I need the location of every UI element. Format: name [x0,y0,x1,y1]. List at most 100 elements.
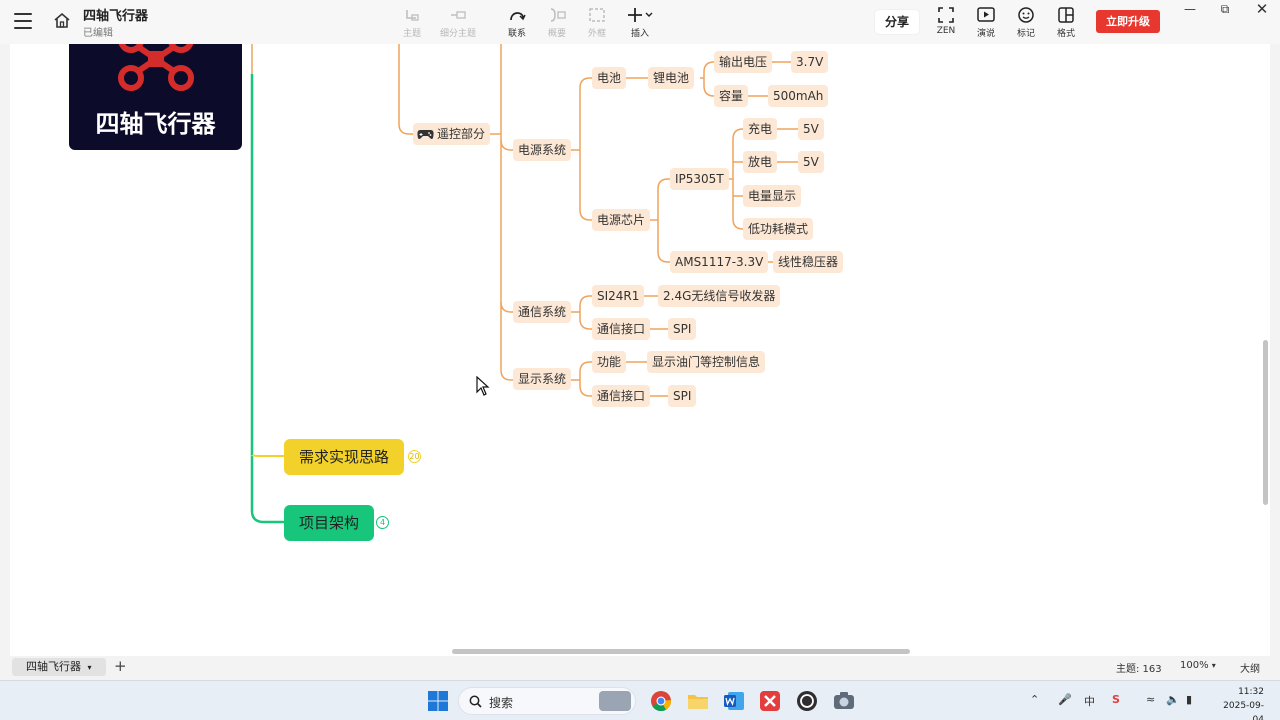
display-info-topic[interactable]: 显示油门等控制信息 [647,351,766,373]
home-icon[interactable] [52,11,72,31]
tool-label: 主题 [402,29,421,39]
xmind-icon[interactable] [758,689,782,713]
file-explorer-icon[interactable] [686,689,710,713]
marker-button[interactable]: 标记 [1006,6,1046,40]
requirements-branch[interactable]: 需求实现思路 [284,439,404,475]
relationship-button[interactable]: 联系 [497,6,537,40]
si24r1-topic[interactable]: SI24R1 [592,285,645,307]
comm-interface-topic[interactable]: 通信接口 [592,318,651,340]
output-voltage-value[interactable]: 3.7V [791,51,829,73]
architecture-branch[interactable]: 项目架构 [284,505,374,541]
mindmap-canvas[interactable]: 四轴飞行器 遥控部分 电源系统 电池 锂电池 输出电压 3.7V 容量 500m… [10,44,1270,656]
summary-button[interactable]: 概要 [537,6,577,40]
system-clock[interactable]: 11:32 2025-09-04 [1214,685,1264,720]
boundary-button[interactable]: 外框 [577,6,617,40]
discharge-topic[interactable]: 放电 [743,151,778,173]
top-toolbar: 四轴飞行器 已编辑 主题 细分主题 联系 概要 外框 插入 分享 ZEN 演说 … [0,0,1280,44]
add-sub-subtopic-button[interactable]: 细分主题 [438,6,478,40]
charge-value[interactable]: 5V [798,118,824,140]
vertical-scrollbar[interactable] [1263,340,1268,505]
taskbar-search[interactable]: 搜索 [458,687,636,715]
chrome-icon[interactable] [649,689,673,713]
tool-label: 插入 [630,29,649,39]
discharge-value[interactable]: 5V [798,151,824,173]
drone-icon [118,44,194,91]
upgrade-button[interactable]: 立即升级 [1096,10,1160,33]
document-title[interactable]: 四轴飞行器 [83,9,149,24]
spi-topic[interactable]: SPI [668,318,697,340]
remote-control-topic[interactable]: 遥控部分 [413,123,491,145]
clock-date: 2025-09-04 [1223,701,1264,720]
add-sheet-icon[interactable]: + [114,657,127,675]
input-method-icon[interactable]: 中 [1084,695,1095,708]
output-voltage-topic[interactable]: 输出电压 [714,51,773,73]
battery-topic[interactable]: 电池 [592,67,627,89]
smiley-icon [1018,7,1034,23]
os-taskbar: 搜索 ⌃ 🎤 中 S ≈ 🔈 ▮ 11:32 2025-09-04 [0,680,1280,720]
zen-mode-button[interactable]: ZEN [926,6,966,40]
connector-lines [250,44,799,524]
tool-label: 格式 [1056,29,1075,39]
collapsed-count-badge[interactable]: 4 [376,516,389,529]
linear-regulator-topic[interactable]: 线性稳压器 [773,251,844,273]
wps-tray-icon[interactable]: S [1112,693,1120,706]
present-icon [977,7,995,22]
gamepad-icon [417,130,434,139]
insert-button[interactable]: 插入 [620,6,660,40]
microphone-icon[interactable]: 🎤 [1058,693,1072,706]
battery-type-topic[interactable]: 锂电池 [648,67,695,89]
minimize-icon[interactable]: — [1184,2,1196,16]
format-panel-button[interactable]: 格式 [1046,6,1086,40]
low-power-topic[interactable]: 低功耗模式 [743,218,814,240]
battery-icon[interactable]: ▮ [1186,693,1193,706]
display-interface-topic[interactable]: 通信接口 [592,385,651,407]
comm-system-topic[interactable]: 通信系统 [513,301,572,323]
subtopic-icon [406,10,419,21]
obs-icon[interactable] [795,689,819,713]
zoom-value: 100% [1180,660,1209,671]
chevron-down-icon: ▾ [87,663,92,672]
display-spi-topic[interactable]: SPI [668,385,697,407]
sheet-tab[interactable]: 四轴飞行器 ▾ [12,658,106,676]
save-status: 已编辑 [83,28,113,39]
search-placeholder: 搜索 [489,696,514,710]
restore-icon[interactable]: ⧉ [1220,2,1230,16]
horizontal-scrollbar[interactable] [452,649,910,654]
chevron-up-icon[interactable]: ⌃ [1030,693,1040,706]
chip-ip5305t[interactable]: IP5305T [670,168,729,190]
power-system-topic[interactable]: 电源系统 [513,139,572,161]
capacity-topic[interactable]: 容量 [714,85,749,107]
menu-icon[interactable] [14,13,32,29]
share-button[interactable]: 分享 [875,10,919,34]
outline-button[interactable]: 大纲 [1240,664,1260,675]
tool-label: ZEN [936,26,956,36]
boundary-icon [589,8,605,22]
topic-count: 主题: 163 [1116,664,1162,675]
function-topic[interactable]: 功能 [592,351,627,373]
word-icon[interactable] [722,689,746,713]
tool-label: 演说 [976,29,995,39]
close-icon[interactable]: ✕ [1255,0,1269,18]
chevron-down-icon: ▾ [1211,661,1216,670]
tool-label: 细分主题 [439,29,476,39]
chip-ams1117[interactable]: AMS1117-3.3V [670,251,769,273]
volume-icon[interactable]: 🔈 [1166,693,1180,706]
tool-label: 联系 [507,29,526,39]
capacity-value[interactable]: 500mAh [768,85,829,107]
camera-icon[interactable] [832,689,856,713]
collapsed-count-badge[interactable]: 20 [408,450,421,463]
add-subtopic-button[interactable]: 主题 [392,6,432,40]
root-topic[interactable]: 四轴飞行器 [69,44,242,150]
tool-label: 标记 [1016,29,1035,39]
present-button[interactable]: 演说 [966,6,1006,40]
charge-topic[interactable]: 充电 [743,118,778,140]
wireless-transceiver-topic[interactable]: 2.4G无线信号收发器 [658,285,781,307]
wifi-icon[interactable]: ≈ [1146,693,1156,706]
search-highlight-image [599,691,631,711]
battery-display-topic[interactable]: 电量显示 [743,185,802,207]
power-chip-topic[interactable]: 电源芯片 [592,209,651,231]
windows-start-icon[interactable] [426,689,450,713]
zoom-level[interactable]: 100% ▾ [1180,660,1216,671]
tool-label: 概要 [547,29,566,39]
display-system-topic[interactable]: 显示系统 [513,368,572,390]
